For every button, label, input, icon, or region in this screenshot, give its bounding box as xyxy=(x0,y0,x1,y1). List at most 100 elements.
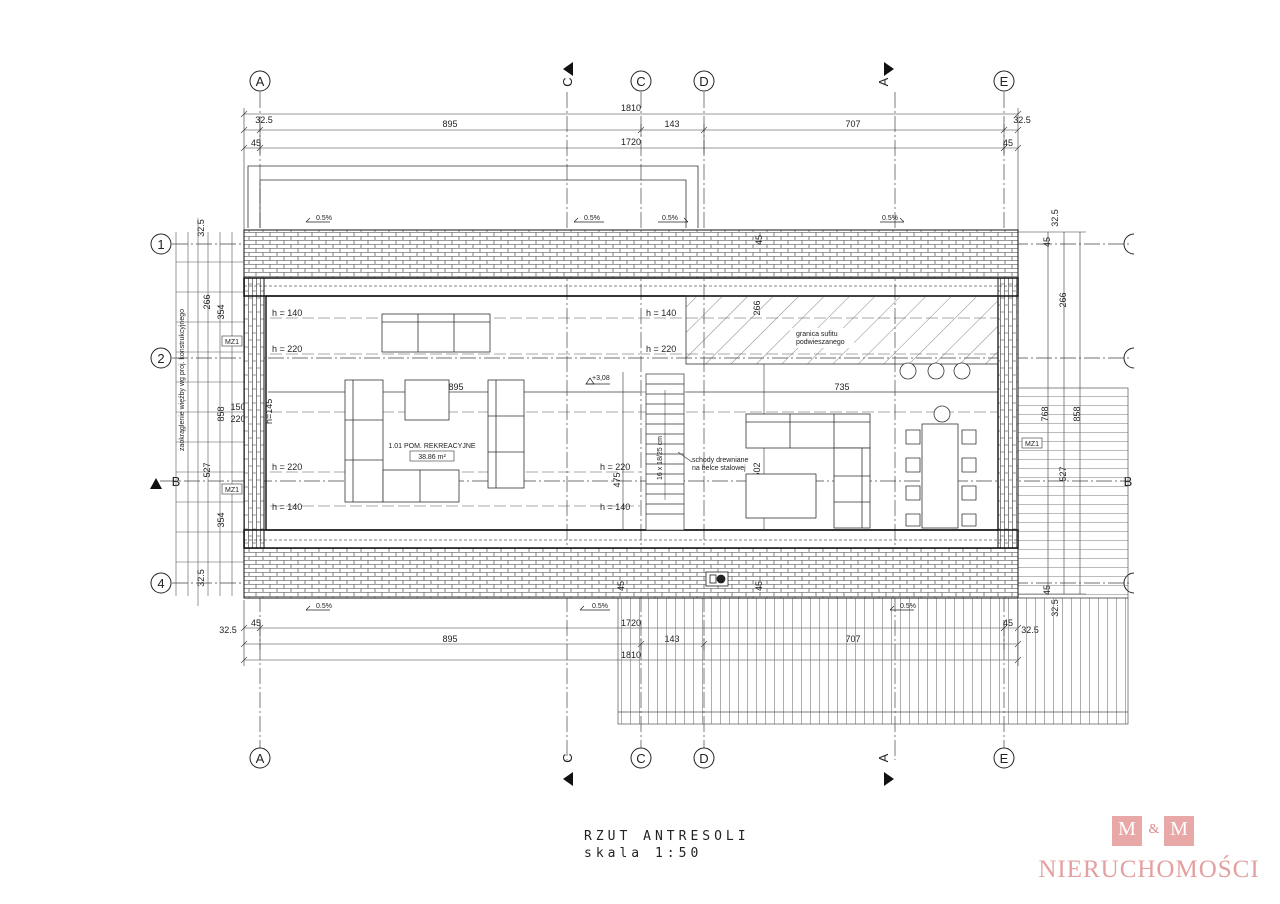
furniture-left xyxy=(344,313,525,503)
axis-label-d-bottom: D xyxy=(699,751,708,766)
axis-label-a: A xyxy=(256,74,265,89)
svg-text:266: 266 xyxy=(1058,292,1068,307)
svg-text:0.5%: 0.5% xyxy=(592,603,608,610)
svg-text:32.5: 32.5 xyxy=(196,219,206,237)
svg-text:MZ1: MZ1 xyxy=(225,487,239,494)
axis-label-e-bottom: E xyxy=(1000,751,1009,766)
axis-label-4: 4 xyxy=(157,576,164,591)
brand-logo: M & M NIERUCHOMOŚCI xyxy=(1036,812,1262,888)
axis-label-d: D xyxy=(699,74,708,89)
level-mark: +3,08 xyxy=(585,375,610,385)
section-a-arrow-bottom-icon xyxy=(884,772,894,786)
svg-text:895: 895 xyxy=(442,634,457,644)
svg-text:0.5%: 0.5% xyxy=(316,215,332,222)
svg-text:h = 220: h = 220 xyxy=(272,344,302,354)
axis-label-a-bottom: A xyxy=(256,751,265,766)
room-name: 1.01 POM. REKREACYJNE xyxy=(388,443,475,450)
svg-text:895: 895 xyxy=(442,119,457,129)
section-c-arrow-icon xyxy=(563,62,573,76)
axis-label-1: 1 xyxy=(157,237,164,252)
logo-mark-icon: M & M xyxy=(1112,812,1196,846)
svg-text:1810: 1810 xyxy=(621,103,641,113)
svg-text:h = 220: h = 220 xyxy=(272,462,302,472)
svg-text:32.5: 32.5 xyxy=(255,115,273,125)
height-labels: h = 140 h = 220 h = 220 h = 140 h = 140 … xyxy=(264,308,676,512)
suspended-ceiling-zone: granica sufitu podwieszanego xyxy=(685,295,999,380)
roof-outline-top xyxy=(247,165,699,228)
top-dimension-values: 1810 32.5 32.5 895 143 707 45 45 1720 xyxy=(251,103,1031,148)
stairs xyxy=(645,373,685,531)
svg-text:266: 266 xyxy=(202,294,212,309)
svg-text:45: 45 xyxy=(1042,237,1052,247)
logo-letter-right: M xyxy=(1170,818,1188,840)
svg-text:h = 140: h = 140 xyxy=(272,308,302,318)
svg-text:0.5%: 0.5% xyxy=(316,603,332,610)
mz1-tags: MZ1 MZ1 MZ1 xyxy=(221,335,1043,495)
drawing-title: RZUT ANTRESOLI xyxy=(584,829,750,844)
svg-text:45: 45 xyxy=(616,581,626,591)
svg-text:h = 140: h = 140 xyxy=(272,502,302,512)
room-label: 1.01 POM. REKREACYJNE 38.86 m² xyxy=(388,443,476,462)
svg-text:45: 45 xyxy=(251,138,261,148)
axis-label-2: 2 xyxy=(157,351,164,366)
column-markers-bottom: A C D E C A xyxy=(249,747,1015,786)
svg-text:MZ1: MZ1 xyxy=(1025,441,1039,448)
svg-text:0.5%: 0.5% xyxy=(882,215,898,222)
section-label-a-bottom: A xyxy=(876,753,891,762)
svg-text:354: 354 xyxy=(216,304,226,319)
building-walls xyxy=(243,229,1019,599)
svg-text:502: 502 xyxy=(752,462,762,477)
svg-text:16 x 18/25 cm: 16 x 18/25 cm xyxy=(657,436,664,480)
room-area: 38.86 m² xyxy=(418,454,446,461)
logo-name: NIERUCHOMOŚCI xyxy=(1038,856,1260,883)
top-dimensions xyxy=(240,108,1022,230)
svg-text:354: 354 xyxy=(216,512,226,527)
svg-text:150: 150 xyxy=(230,402,245,412)
svg-text:858: 858 xyxy=(216,406,226,421)
drawing-title-block: RZUT ANTRESOLI skala 1:50 xyxy=(584,828,750,862)
svg-text:0.5%: 0.5% xyxy=(584,215,600,222)
section-label-c: C xyxy=(560,77,575,86)
svg-text:h = 140: h = 140 xyxy=(646,308,676,318)
svg-text:h=145: h=145 xyxy=(264,399,274,424)
svg-text:0.5%: 0.5% xyxy=(662,215,678,222)
logo-letter-left: M xyxy=(1118,818,1136,840)
slope-marks: 0.5% 0.5% 0.5% 0.5% 0.5% 0.5% 0.5% xyxy=(305,215,916,611)
drawing-scale: skala 1:50 xyxy=(584,846,703,861)
row-markers: 1 2 4 B B xyxy=(150,233,1135,594)
axis-label-e: E xyxy=(1000,74,1009,89)
svg-text:143: 143 xyxy=(664,119,679,129)
svg-text:32.5: 32.5 xyxy=(219,625,237,635)
furniture-right xyxy=(745,405,977,529)
svg-text:h = 220: h = 220 xyxy=(646,344,676,354)
stairs-label: 16 x 18/25 cm schody drewniane na belce … xyxy=(657,436,749,480)
section-a-arrow-icon xyxy=(884,62,894,76)
chimney-icon xyxy=(705,571,729,587)
svg-text:MZ1: MZ1 xyxy=(225,339,239,346)
svg-text:735: 735 xyxy=(834,382,849,392)
section-label-c-bottom: C xyxy=(560,753,575,762)
svg-text:527: 527 xyxy=(202,462,212,477)
column-markers-top: A C D E C A xyxy=(249,62,1015,92)
svg-text:na belce stalowej: na belce stalowej xyxy=(692,465,746,472)
svg-text:45: 45 xyxy=(754,235,764,245)
svg-text:45: 45 xyxy=(1003,138,1013,148)
left-dimension-values: 32.5 266 354 858 150 220 527 354 32.5 za… xyxy=(179,219,246,587)
svg-text:32.5: 32.5 xyxy=(1050,209,1060,227)
svg-text:+3,08: +3,08 xyxy=(592,375,610,382)
svg-text:h = 220: h = 220 xyxy=(600,462,630,472)
section-label-a: A xyxy=(876,77,891,86)
svg-text:32.5: 32.5 xyxy=(196,569,206,587)
svg-text:0.5%: 0.5% xyxy=(900,603,916,610)
svg-text:220: 220 xyxy=(230,414,245,424)
svg-text:podwieszanego: podwieszanego xyxy=(796,339,845,346)
svg-text:895: 895 xyxy=(448,382,463,392)
svg-text:granica sufitu: granica sufitu xyxy=(796,331,838,338)
svg-text:schody drewniane: schody drewniane xyxy=(692,457,749,464)
axis-label-c: C xyxy=(636,74,645,89)
section-c-arrow-bottom-icon xyxy=(563,772,573,786)
deck-bottom xyxy=(617,387,1129,725)
section-b-arrow-icon xyxy=(150,478,162,489)
svg-text:32.5: 32.5 xyxy=(1013,115,1031,125)
